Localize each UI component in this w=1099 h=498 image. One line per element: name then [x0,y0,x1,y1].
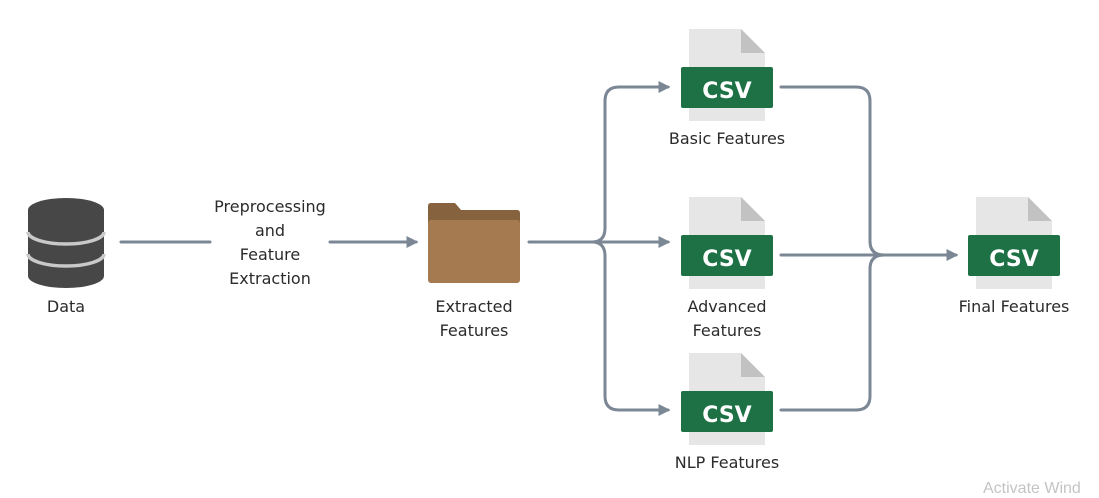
arrow-to-basic [590,81,671,244]
label-data-text: Data [46,297,86,316]
connectors [119,81,959,416]
label-extracted: Extracted Features [414,295,534,343]
csv-file-icon-basic: CSV [681,29,773,121]
csv-badge-text-basic: CSV [702,79,751,104]
activation-watermark: Activate Wind [983,480,1081,497]
label-process: Preprocessing and Feature Extraction [195,195,345,291]
label-process-line-4: Extraction [229,269,311,288]
label-process-line-1: Preprocessing [214,197,326,216]
label-process-line-3: Feature [239,245,301,264]
label-basic-text: Basic Features [668,129,786,148]
csv-badge-text-advanced: CSV [702,247,751,272]
label-final-text: Final Features [958,297,1070,316]
connector-nlp-to-merge [779,253,886,412]
label-nlp: NLP Features [652,451,802,475]
label-extracted-line-2: Features [439,321,509,340]
arrow-to-nlp [590,240,671,416]
database-icon [26,198,106,288]
label-extracted-line-1: Extracted [435,297,513,316]
label-process-line-2: and [254,221,286,240]
csv-badge-text-final: CSV [989,247,1038,272]
folder-icon [428,203,520,283]
label-final: Final Features [939,295,1089,319]
label-basic: Basic Features [652,127,802,151]
connector-basic-to-merge [779,85,886,257]
label-data: Data [16,295,116,319]
csv-file-icon-nlp: CSV [681,353,773,445]
label-nlp-text: NLP Features [674,453,780,472]
label-advanced-line-1: Advanced [687,297,767,316]
label-advanced-line-2: Features [692,321,762,340]
csv-file-icon-advanced: CSV [681,197,773,289]
csv-file-icon-final: CSV [968,197,1060,289]
label-advanced: Advanced Features [662,295,792,343]
csv-badge-text-nlp: CSV [702,403,751,428]
